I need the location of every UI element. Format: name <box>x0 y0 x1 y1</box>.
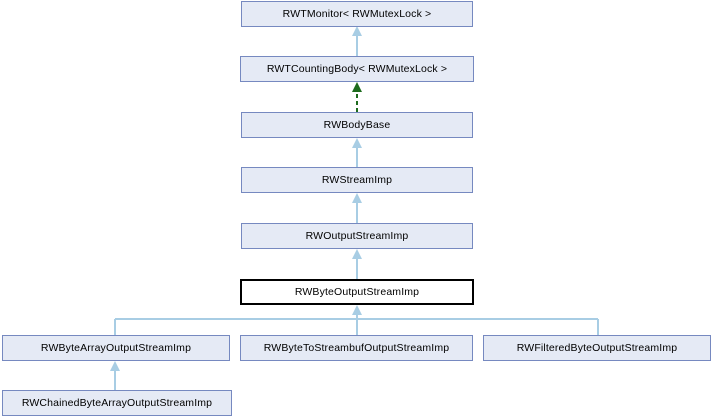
edge-rwoutputstreamimp-to-rwstreamimp <box>352 193 362 223</box>
class-node-rwtcountingbody[interactable]: RWTCountingBody< RWMutexLock > <box>240 56 474 82</box>
edge-rwtcountingbody-to-rwtmonitor <box>352 26 362 56</box>
class-node-label: RWByteOutputStreamImp <box>294 285 420 298</box>
class-node-label: RWChainedByteArrayOutputStreamImp <box>21 396 213 409</box>
class-node-label: RWOutputStreamImp <box>305 229 409 242</box>
class-node-label: RWFilteredByteOutputStreamImp <box>516 341 678 354</box>
class-node-rwfilteredbyteoutputstreamimp[interactable]: RWFilteredByteOutputStreamImp <box>483 335 711 361</box>
edge-children-of-rwbyteoutputstreamimp <box>114 305 599 335</box>
edge-rwbodybase-to-rwtcountingbody <box>352 82 362 112</box>
class-node-label: RWByteArrayOutputStreamImp <box>40 341 192 354</box>
class-node-label: RWTCountingBody< RWMutexLock > <box>266 62 448 75</box>
class-node-rwbodybase[interactable]: RWBodyBase <box>241 112 473 138</box>
class-node-label: RWStreamImp <box>321 173 393 186</box>
class-node-rwtmonitor[interactable]: RWTMonitor< RWMutexLock > <box>241 1 473 27</box>
class-node-rwchainedbytearrayoutputstreamimp[interactable]: RWChainedByteArrayOutputStreamImp <box>2 390 232 416</box>
class-node-rwbytetostreambufoutputstreamimp[interactable]: RWByteToStreambufOutputStreamImp <box>240 335 473 361</box>
edge-rwstreamimp-to-rwbodybase <box>352 138 362 167</box>
class-node-label: RWBodyBase <box>323 118 391 131</box>
edge-rwchainedbytearrayoutputstreamimp-to-rwbytearrayoutputstreamimp <box>110 361 120 390</box>
class-node-rwstreamimp[interactable]: RWStreamImp <box>241 167 473 193</box>
edge-rwbyteoutputstreamimp-to-rwoutputstreamimp <box>352 249 362 279</box>
class-node-label: RWTMonitor< RWMutexLock > <box>282 7 432 20</box>
class-node-rwbytearrayoutputstreamimp[interactable]: RWByteArrayOutputStreamImp <box>2 335 230 361</box>
class-node-rwoutputstreamimp[interactable]: RWOutputStreamImp <box>241 223 473 249</box>
class-node-rwbyteoutputstreamimp-current[interactable]: RWByteOutputStreamImp <box>240 279 474 305</box>
class-node-label: RWByteToStreambufOutputStreamImp <box>263 341 450 354</box>
